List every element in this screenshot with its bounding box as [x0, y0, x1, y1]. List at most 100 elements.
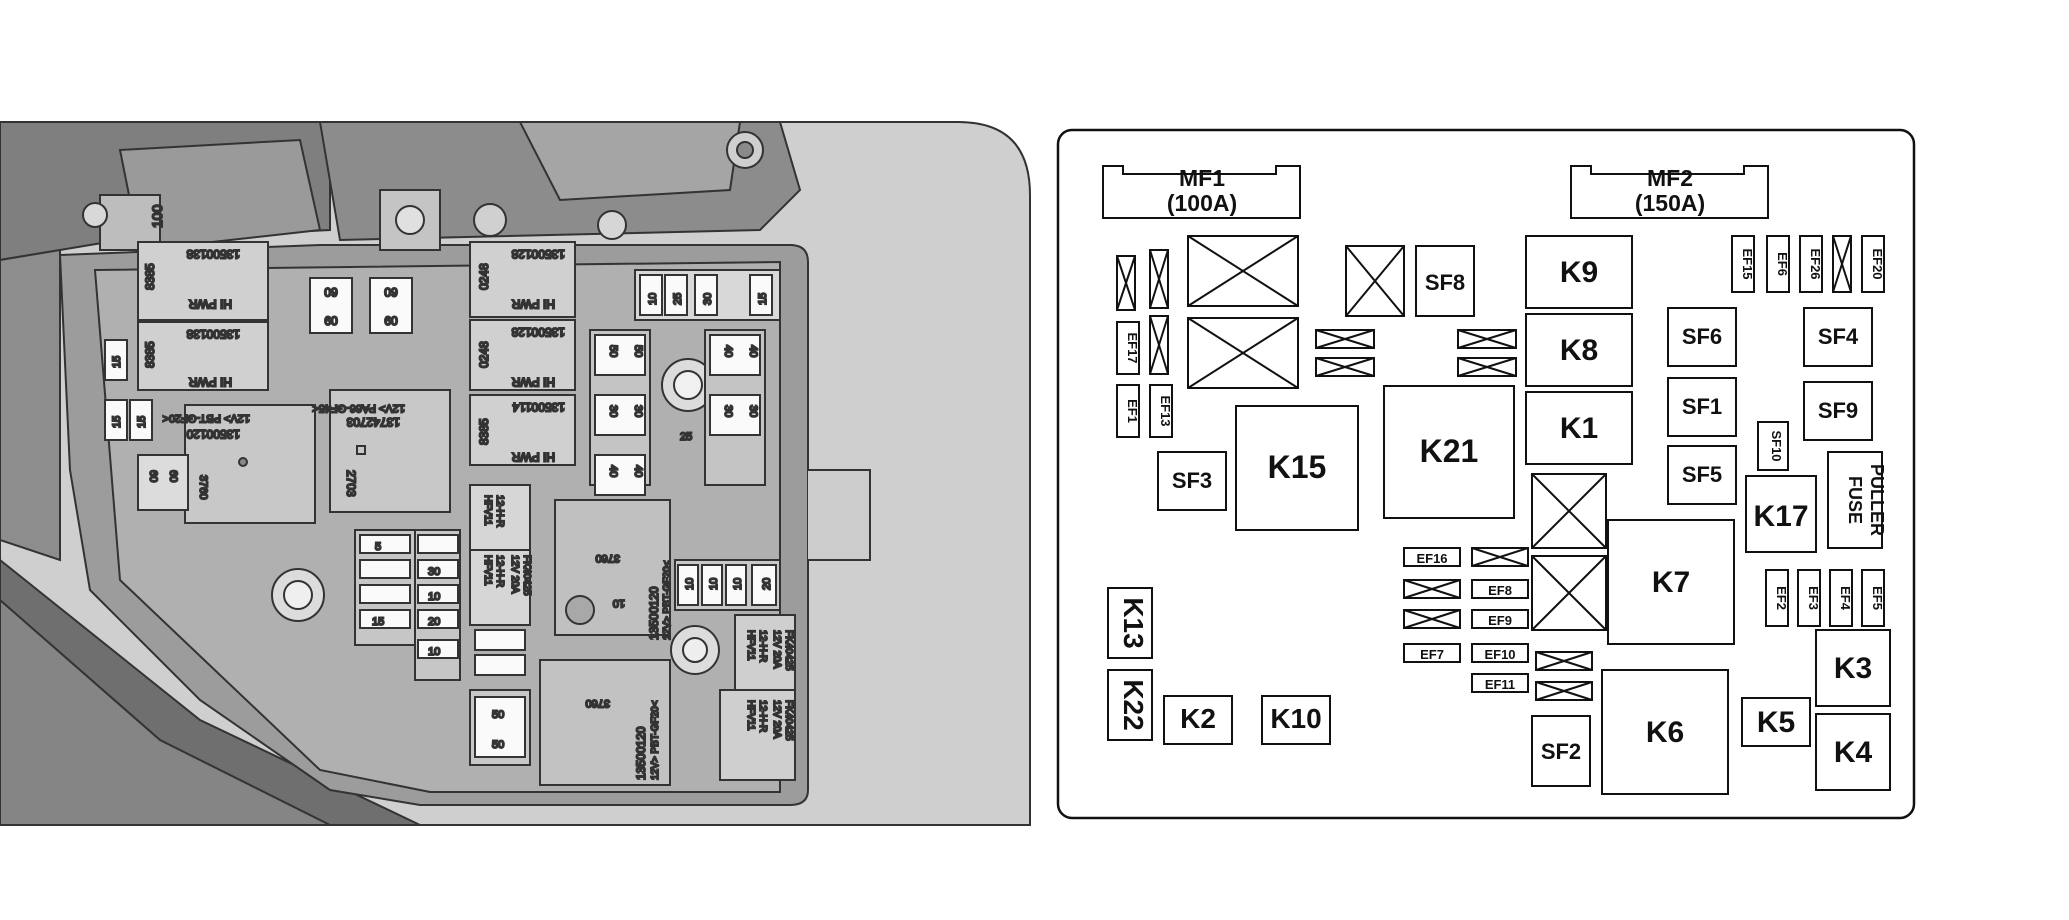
ef2-label: EF2 — [1774, 586, 1789, 610]
k3-box — [1815, 629, 1891, 707]
fuse-value: 15 — [111, 356, 123, 368]
ef3-label: EF3 — [1806, 586, 1821, 610]
relay-label: 0248 — [477, 263, 491, 290]
ef1-label: EF1 — [1125, 399, 1140, 423]
relay-label: 13500120 — [186, 427, 240, 441]
ef9-label: EF9 — [1488, 613, 1512, 628]
k7-label: K7 — [1652, 566, 1690, 599]
sf4-box — [1803, 307, 1873, 367]
sf10-label: SF10 — [1769, 430, 1784, 461]
fuse-value: 60 — [167, 470, 179, 482]
k13-label: K13 — [1118, 597, 1149, 648]
relay-label: HI PWR — [188, 375, 232, 389]
ef11-box — [1471, 673, 1529, 693]
relay-label: 13500120 — [634, 726, 648, 780]
ef3-box — [1797, 569, 1821, 627]
fuse-100-label: 100 — [149, 204, 165, 228]
k2-box — [1163, 695, 1233, 745]
ef16-box — [1403, 547, 1461, 567]
k3-label: K3 — [1834, 652, 1872, 685]
k7-box — [1607, 519, 1735, 645]
k6-label: K6 — [1646, 716, 1684, 749]
k15-box — [1235, 405, 1359, 531]
relay-label: 13500120 — [647, 586, 661, 640]
k1-box — [1525, 391, 1633, 465]
k17-label: K17 — [1753, 500, 1808, 533]
ef15-box — [1731, 235, 1755, 293]
relay-label: 12-H-R — [494, 555, 505, 587]
ef13-box — [1149, 384, 1173, 438]
sf10-box — [1757, 421, 1789, 471]
ef11-label: EF11 — [1485, 677, 1515, 692]
ef20-box — [1861, 235, 1885, 293]
relay-label: 3760 — [586, 697, 610, 709]
sf2-label: SF2 — [1541, 739, 1581, 764]
mf2-rating: (150A) — [1635, 190, 1705, 216]
fuse-value: 10 — [428, 591, 440, 603]
k13-box — [1107, 587, 1153, 659]
fuse-value: 30 — [702, 293, 714, 305]
blank-slot-small — [1116, 235, 1852, 375]
sf5-label: SF5 — [1682, 462, 1722, 487]
fuse-value: 20 — [428, 616, 440, 628]
relay-label: FK40425 — [783, 700, 794, 741]
fuse-value: 25 — [672, 293, 684, 305]
ef20-label: EF20 — [1870, 248, 1885, 279]
k8-box — [1525, 313, 1633, 387]
relay-label: 0248 — [477, 341, 491, 368]
sf5-box — [1667, 445, 1737, 505]
fuse-value: 40 — [607, 465, 619, 477]
sf6-box — [1667, 307, 1737, 367]
sf8-box — [1415, 245, 1475, 317]
fuse-value: 50 — [607, 345, 619, 357]
sf9-box — [1803, 381, 1873, 441]
sf8-label: SF8 — [1425, 270, 1465, 295]
k17-box — [1745, 475, 1817, 553]
relay-label: HI PWR — [511, 450, 555, 464]
k4-label: K4 — [1834, 736, 1873, 769]
k5-box — [1741, 697, 1811, 747]
relay-label: 12-H-R — [757, 700, 768, 732]
ef6-label: EF6 — [1775, 252, 1790, 276]
ef4-label: EF4 — [1838, 586, 1853, 611]
relay-label: 13500128 — [511, 247, 565, 261]
ef6-box — [1766, 235, 1790, 293]
ef17-box — [1116, 321, 1140, 375]
fuse-value: 60 — [324, 285, 338, 299]
ef9-box — [1471, 609, 1529, 629]
k8-label: K8 — [1560, 334, 1598, 367]
relay-label: HFV11 — [482, 495, 493, 526]
ef5-box — [1861, 569, 1885, 627]
fuse-value: 60 — [384, 285, 398, 299]
k1-label: K1 — [1560, 412, 1598, 445]
fuse-value: 15 — [757, 293, 769, 305]
relay-label: HFV11 — [745, 700, 756, 731]
fuse-value: 10 — [708, 578, 720, 590]
fuse-value: 40 — [632, 465, 644, 477]
relay-label: 8385 — [477, 418, 491, 445]
mf2-box — [1570, 165, 1769, 219]
ef26-label: EF26 — [1808, 248, 1823, 279]
fuse-value: 50 — [632, 345, 644, 357]
ef10-label: EF10 — [1484, 647, 1515, 662]
ef10-box — [1471, 643, 1529, 663]
relay-label: FK40425 — [783, 630, 794, 671]
relay-label: 12V> PA66-GF45< — [312, 402, 405, 414]
fuse-value: 10 — [684, 578, 696, 590]
sf6-label: SF6 — [1682, 324, 1722, 349]
relay-label: 3760 — [197, 475, 209, 499]
sf4-label: SF4 — [1818, 324, 1859, 349]
k22-label: K22 — [1118, 679, 1149, 730]
puller-label: PULLER — [1867, 464, 1887, 536]
fuse-value: 50 — [492, 709, 504, 721]
fuse-puller-box — [1827, 451, 1883, 549]
relay-label: FK40425 — [521, 555, 532, 596]
ef5-label: EF5 — [1870, 586, 1885, 610]
fuse-value: 5 — [375, 541, 381, 553]
ef15-label: EF15 — [1740, 248, 1755, 279]
sf3-label: SF3 — [1172, 468, 1212, 493]
fuse-value: 15 — [136, 416, 148, 428]
fuse-value: 10 — [732, 578, 744, 590]
relay-label: HI PWR — [511, 375, 555, 389]
fuse-value: 30 — [747, 405, 759, 417]
